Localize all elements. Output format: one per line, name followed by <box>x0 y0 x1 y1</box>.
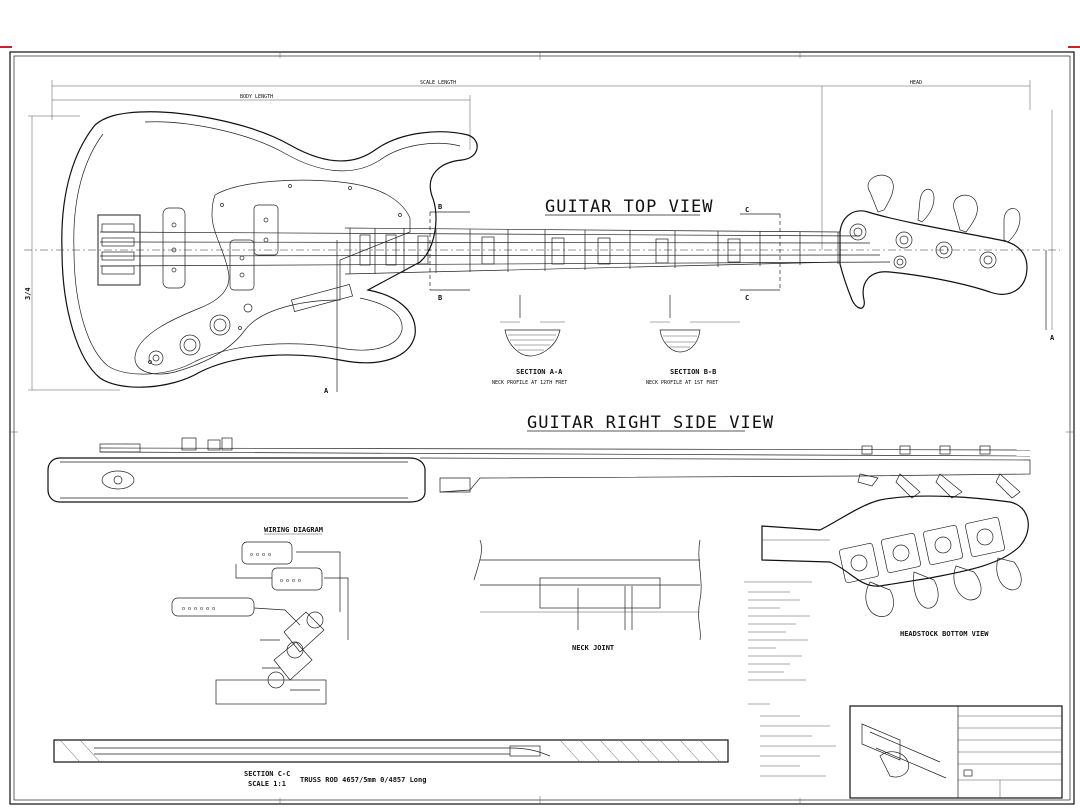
section-a-right-label: A <box>1050 334 1055 342</box>
section-cc-title: SECTION C-C <box>244 770 290 778</box>
section-c-bottom-label: C <box>745 294 749 302</box>
headstock-label: HEADSTOCK BOTTOM VIEW <box>900 630 989 638</box>
sheet-border <box>0 46 1080 805</box>
neck-joint-detail: NECK JOINT <box>473 539 702 652</box>
section-bb-note: NECK PROFILE AT 1ST FRET <box>646 380 718 386</box>
section-cc: SECTION C-C SCALE 1:1 TRUSS ROD 4657/5mm… <box>53 739 729 788</box>
title-block <box>849 705 1063 799</box>
truss-rod-note: TRUSS ROD 4657/5mm 0/4857 Long <box>300 776 426 784</box>
top-view-title: GUITAR TOP VIEW <box>545 197 714 217</box>
section-bb-title: SECTION B-B <box>670 368 716 376</box>
section-bb: SECTION B-B NECK PROFILE AT 1ST FRET <box>646 295 740 386</box>
svg-text:o o o o o o: o o o o o o <box>182 606 215 612</box>
section-cc-scale: SCALE 1:1 <box>248 780 286 788</box>
svg-text:BODY LENGTH: BODY LENGTH <box>240 94 273 100</box>
neck-joint-label: NECK JOINT <box>572 644 614 652</box>
section-a-left-label: A <box>324 387 329 395</box>
section-c-top-label: C <box>745 206 749 214</box>
wiring-title: WIRING DIAGRAM <box>264 526 323 534</box>
svg-text:HEAD: HEAD <box>910 80 922 86</box>
section-aa: SECTION A-A NECK PROFILE AT 12TH FRET <box>492 295 567 386</box>
notes-block <box>744 581 836 777</box>
section-aa-title: SECTION A-A <box>516 368 563 376</box>
guitar-side-view: GUITAR RIGHT SIDE VIEW <box>47 413 1031 503</box>
svg-text:o o o o: o o o o <box>280 578 301 584</box>
section-b-top-label: B <box>438 203 442 211</box>
section-b-bottom-label: B <box>438 294 442 302</box>
svg-text:SCALE LENGTH: SCALE LENGTH <box>420 80 456 86</box>
svg-text:o o o o: o o o o <box>250 552 271 558</box>
headstock-bottom-view: HEADSTOCK BOTTOM VIEW <box>761 495 1029 638</box>
side-view-title: GUITAR RIGHT SIDE VIEW <box>527 413 774 433</box>
section-aa-note: NECK PROFILE AT 12TH FRET <box>492 380 567 386</box>
wiring-diagram: WIRING DIAGRAM o o o o o o o o o o o o o… <box>171 526 349 705</box>
guitar-top-view: SCALE LENGTH BODY LENGTH HEAD 3/4 <box>24 80 1060 395</box>
side-dimension: 3/4 <box>24 287 32 300</box>
